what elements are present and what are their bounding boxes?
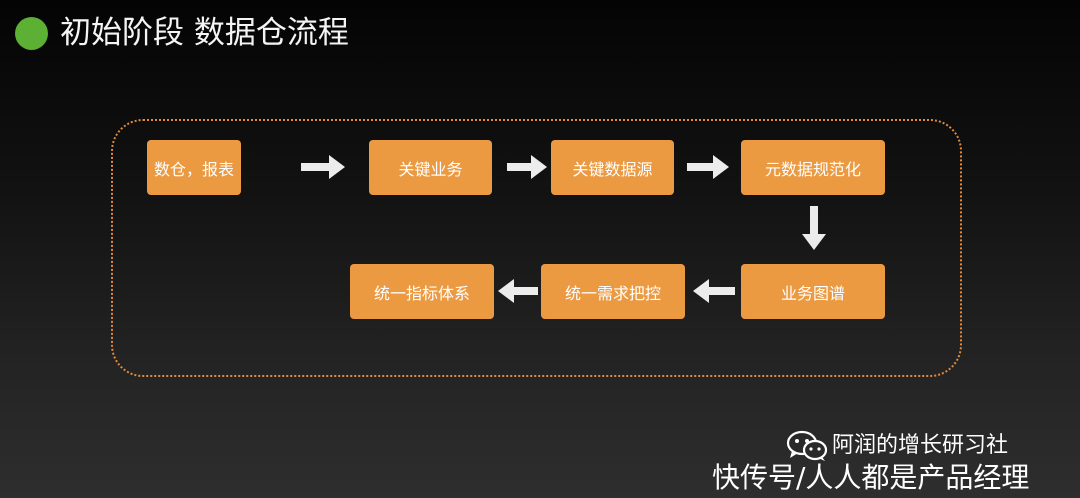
wechat-icon (786, 430, 828, 461)
step-box-key-business: 关键业务 (369, 140, 492, 195)
arrow-left-1 (693, 279, 735, 303)
arrow-right-2 (507, 155, 547, 179)
step-box-business-graph: 业务图谱 (741, 264, 885, 319)
page-title: 初始阶段 数据仓流程 (60, 15, 349, 51)
step-box-dw-report: 数仓，报表 (147, 140, 241, 195)
step-box-metadata-standardization: 元数据规范化 (741, 140, 885, 195)
watermark-account-name: 阿润的增长研习社 (832, 433, 1009, 458)
arrow-left-2 (498, 279, 538, 303)
step-box-unified-metric-system: 统一指标体系 (350, 264, 494, 319)
arrow-down (802, 206, 826, 250)
flow-frame (111, 119, 962, 377)
arrow-right-1 (301, 155, 345, 179)
watermark-source: 快传号/人人都是产品经理 (712, 461, 1030, 494)
step-box-unified-demand-control: 统一需求把控 (541, 264, 685, 319)
step-box-key-data-source: 关键数据源 (551, 140, 674, 195)
title-bullet-dot (15, 17, 48, 50)
arrow-right-3 (687, 155, 729, 179)
